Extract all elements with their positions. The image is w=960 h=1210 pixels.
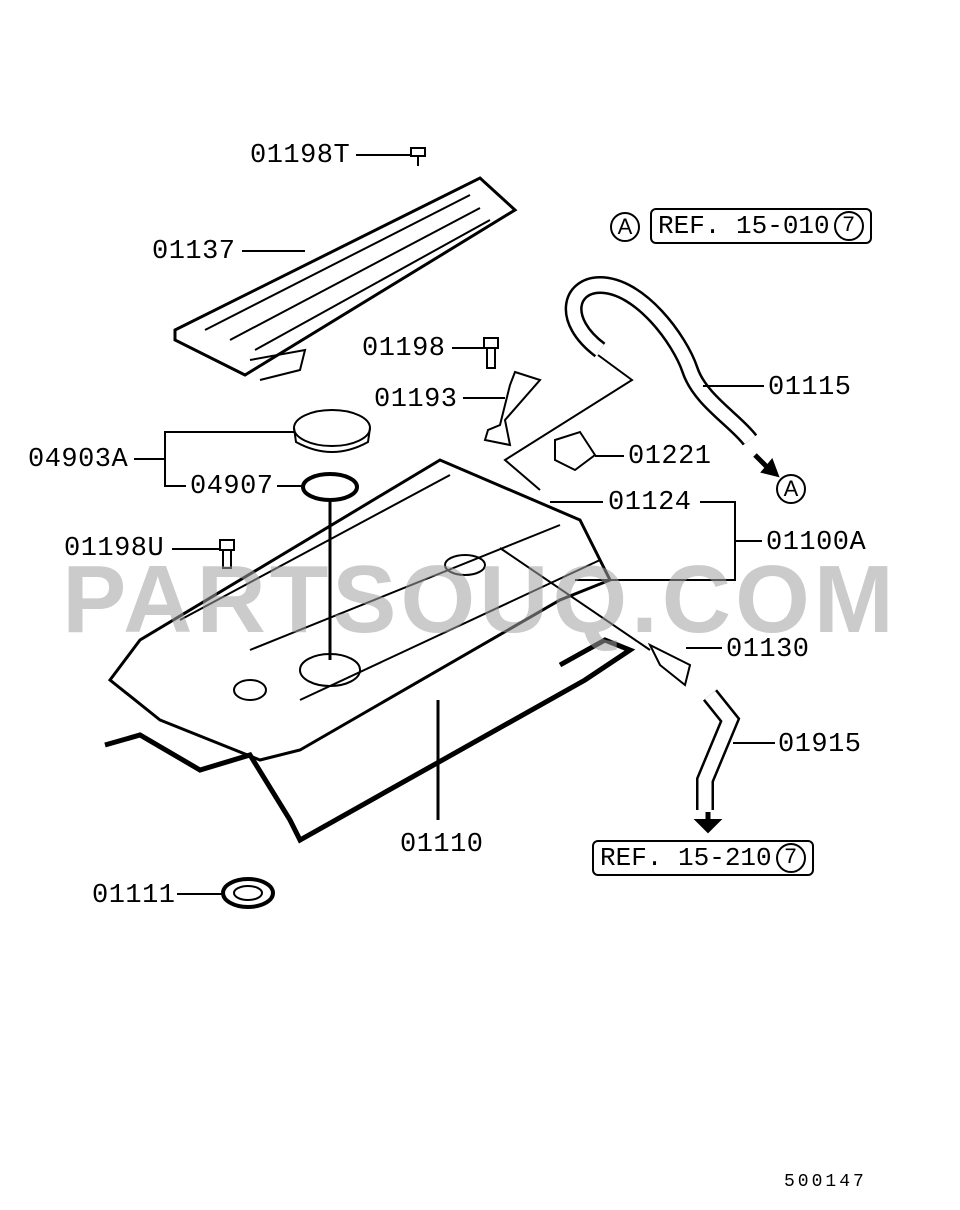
gasket-04907[interactable] [301, 472, 359, 502]
ref-text: REF. 15-210 [600, 843, 772, 873]
ref-text: REF. 15-010 [658, 211, 830, 241]
ref-circled-number: 7 [775, 843, 806, 874]
part-label-01100A[interactable]: 01100A [766, 528, 867, 558]
bolt-01198T[interactable] [410, 147, 426, 166]
bolt-01198[interactable] [483, 337, 499, 369]
seal-01111[interactable] [221, 877, 275, 909]
leader-lines [134, 154, 775, 895]
part-label-04903A[interactable]: 04903A [28, 445, 129, 475]
connector-marker-a: A [776, 474, 806, 504]
part-label-01111[interactable]: 01111 [92, 881, 176, 911]
part-label-01221[interactable]: 01221 [628, 442, 712, 472]
cover-gasket-01110[interactable] [104, 637, 636, 844]
ref-marker-a: A [610, 212, 640, 242]
top-cover-part[interactable] [173, 176, 518, 381]
part-label-01198U[interactable]: 01198U [64, 534, 165, 564]
bolt-01198U[interactable] [219, 539, 235, 569]
part-label-04907[interactable]: 04907 [190, 472, 274, 502]
part-label-01915[interactable]: 01915 [778, 730, 862, 760]
part-label-01193[interactable]: 01193 [374, 385, 458, 415]
part-label-01110[interactable]: 01110 [400, 830, 484, 860]
part-label-01198T[interactable]: 01198T [250, 141, 351, 171]
ref-circled-number: 7 [833, 211, 864, 242]
oil-filler-cap[interactable] [293, 409, 371, 453]
part-label-01124[interactable]: 01124 [608, 488, 692, 518]
part-label-01198[interactable]: 01198 [362, 334, 446, 364]
pcv-valve-01130[interactable] [647, 642, 692, 687]
part-label-01115[interactable]: 01115 [768, 373, 852, 403]
bracket-01193[interactable] [483, 370, 542, 447]
cap-01221[interactable] [554, 430, 597, 472]
part-label-01130[interactable]: 01130 [726, 635, 810, 665]
figure-number: 500147 [784, 1172, 867, 1192]
watermark: PARTSOUQ.COM [62, 546, 898, 653]
part-label-01137[interactable]: 01137 [152, 237, 236, 267]
